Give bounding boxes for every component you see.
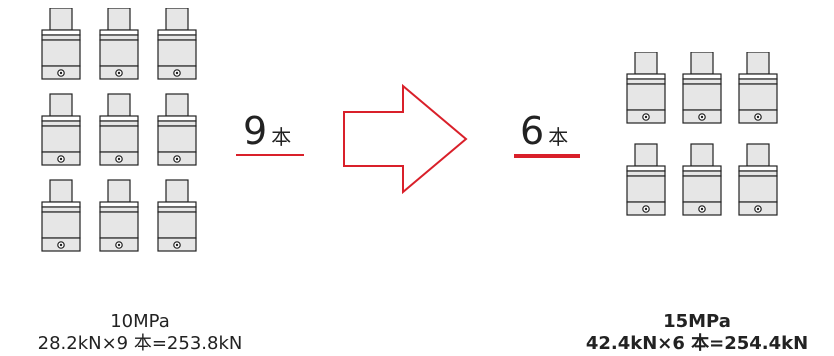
left-formula: 28.2kN×9 本=253.8kN [37, 333, 243, 354]
left-cylinder-icon [157, 179, 197, 252]
left-pressure: 10MPa [110, 311, 170, 332]
right-pressure: 15MPa [663, 311, 731, 332]
right-cylinder-icon [682, 52, 722, 124]
right-cylinder-icon [626, 143, 666, 216]
right-count-unit: 本 [548, 125, 569, 149]
left-count-underline [236, 154, 304, 156]
left-cylinder-icon [99, 93, 139, 166]
left-cylinder-icon [41, 179, 81, 252]
left-cylinder-icon [157, 93, 197, 166]
left-cylinder-icon [41, 93, 81, 166]
left-cylinder-grid [38, 8, 213, 258]
right-cylinder-icon [682, 143, 722, 216]
right-count-underline [514, 154, 580, 158]
left-count-unit: 本 [271, 125, 292, 149]
right-cylinder-icon [626, 52, 666, 124]
left-cylinder-icon [99, 179, 139, 252]
right-formula: 42.4kN×6 本=254.4kN [585, 333, 809, 354]
left-caption: 10MPa 28.2kN×9 本=253.8kN [0, 311, 280, 355]
right-cylinder-grid [623, 52, 795, 222]
left-count-number: 9 [243, 109, 268, 153]
left-cylinder-icon [157, 8, 197, 80]
left-cylinder-icon [41, 8, 81, 80]
left-cylinder-icon [99, 8, 139, 80]
right-count-number: 6 [520, 109, 545, 153]
left-count-label: 9 本 [243, 112, 291, 150]
right-cylinder-icon [738, 52, 778, 124]
right-count-label: 6 本 [520, 112, 568, 150]
right-cylinder-icon [738, 143, 778, 216]
conversion-arrow [340, 83, 470, 198]
right-caption: 15MPa 42.4kN×6 本=254.4kN [560, 311, 834, 355]
